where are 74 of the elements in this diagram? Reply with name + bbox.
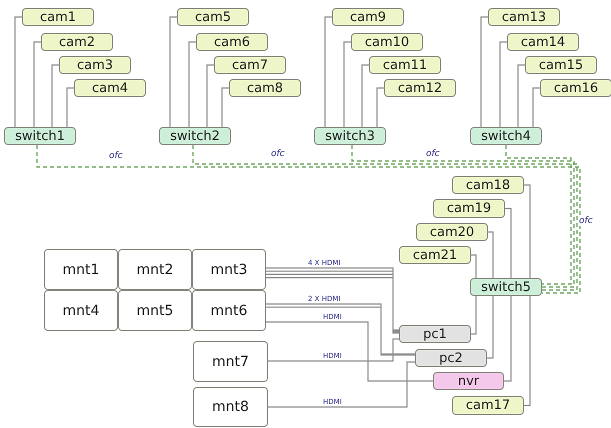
camera-box: cam6 xyxy=(196,33,268,51)
cable-line xyxy=(524,296,531,406)
camera-box: cam8 xyxy=(229,79,301,97)
cable-line xyxy=(504,296,512,382)
cable-line xyxy=(471,296,477,335)
cable-line xyxy=(480,16,488,127)
camera-box: cam21 xyxy=(399,246,471,264)
edge-label: ofc xyxy=(108,152,124,161)
monitor-box: mnt1 xyxy=(44,249,118,290)
camera-box: cam12 xyxy=(384,79,456,97)
edge-label: ofc xyxy=(425,150,441,159)
switch-box: switch5 xyxy=(470,278,542,296)
monitor-box: mnt2 xyxy=(118,249,192,290)
pc-box: pc1 xyxy=(399,325,471,343)
monitor-box: mnt4 xyxy=(44,290,118,331)
cable-line xyxy=(487,296,494,359)
cable-line xyxy=(499,41,507,127)
cable-line xyxy=(206,64,214,127)
camera-box: cam13 xyxy=(488,8,560,26)
camera-box: cam2 xyxy=(41,33,113,51)
camera-box: cam19 xyxy=(433,199,505,218)
switch-box: switch4 xyxy=(470,127,542,145)
camera-box: cam10 xyxy=(351,33,423,51)
camera-box: cam20 xyxy=(416,223,488,241)
monitor-box: mnt5 xyxy=(118,290,192,331)
cable-line xyxy=(169,16,177,127)
camera-box: cam7 xyxy=(214,56,286,74)
fiber-link xyxy=(351,145,575,288)
camera-box: cam17 xyxy=(452,396,524,415)
cable-line xyxy=(51,64,59,127)
cable-line xyxy=(488,231,494,278)
edge-label: ofc xyxy=(270,150,286,159)
pc-box: pc2 xyxy=(415,349,487,367)
cable-line xyxy=(188,41,196,127)
cable-line xyxy=(33,41,41,127)
camera-box: cam4 xyxy=(74,79,146,97)
camera-box: cam3 xyxy=(59,56,131,74)
cable-line xyxy=(343,41,351,127)
camera-box: cam16 xyxy=(540,79,611,97)
cable-line xyxy=(266,321,433,382)
fiber-link xyxy=(192,145,578,291)
switch-box: switch2 xyxy=(159,127,231,145)
cable-line xyxy=(268,361,415,408)
switch-box: switch1 xyxy=(4,127,76,145)
cable-line xyxy=(66,87,74,127)
cable-line xyxy=(524,184,531,278)
camera-box: cam1 xyxy=(22,8,94,26)
monitor-box: mnt6 xyxy=(192,290,266,331)
cable-line xyxy=(265,303,416,356)
camera-box: cam18 xyxy=(452,176,524,194)
cable-line xyxy=(517,64,525,127)
cable-line xyxy=(376,87,384,127)
cable-line xyxy=(505,208,512,278)
monitor-box: mnt3 xyxy=(192,249,266,290)
fiber-link xyxy=(36,145,581,294)
monitor-box: mnt7 xyxy=(193,341,268,382)
fiber-link xyxy=(505,145,572,285)
cable-line xyxy=(324,16,332,127)
cable-line xyxy=(268,338,399,362)
cable-line xyxy=(265,267,400,334)
monitor-box: mnt8 xyxy=(193,387,268,427)
camera-box: cam5 xyxy=(177,8,249,26)
cable-line xyxy=(14,16,22,127)
switch-box: switch3 xyxy=(314,127,386,145)
cable-line xyxy=(221,87,229,127)
edge-label: ofc xyxy=(578,217,594,226)
camera-box: cam11 xyxy=(369,56,441,74)
cable-line xyxy=(532,87,540,127)
nvr-box: nvr xyxy=(433,372,504,390)
camera-box: cam15 xyxy=(525,56,597,74)
cable-line xyxy=(361,64,369,127)
camera-box: cam9 xyxy=(332,8,404,26)
cable-line xyxy=(471,254,477,278)
camera-box: cam14 xyxy=(507,33,579,51)
